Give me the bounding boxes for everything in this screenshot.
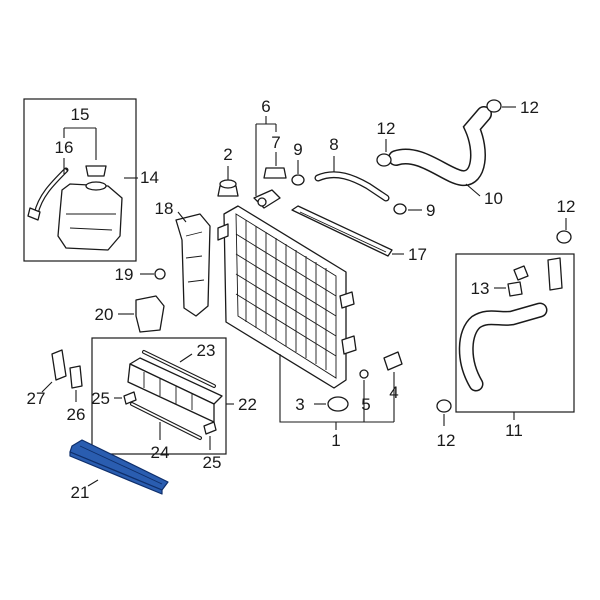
callout-7: 7	[271, 133, 280, 152]
reservoir-hose[interactable]	[27, 167, 69, 221]
part-12-clamp-b[interactable]	[376, 153, 392, 167]
callout-21: 21	[71, 483, 90, 502]
callout-26: 26	[67, 405, 86, 424]
callout-10: 10	[484, 189, 503, 208]
part-24-seal[interactable]	[130, 402, 202, 440]
part-2-cap[interactable]	[217, 179, 239, 197]
part-18-side-seal[interactable]	[175, 213, 211, 317]
leader-18	[177, 211, 187, 223]
callout-19: 19	[115, 265, 134, 284]
callout-12-b: 12	[377, 119, 396, 138]
callout-23: 23	[197, 341, 216, 360]
callout-12-a: 12	[520, 98, 539, 117]
callout-5: 5	[361, 395, 370, 414]
callout-12-c: 12	[557, 197, 576, 216]
reservoir-tank[interactable]	[57, 165, 123, 251]
callout-25-b: 25	[203, 453, 222, 472]
part-9-clamp-right[interactable]	[393, 203, 407, 215]
part-27-bracket[interactable]	[51, 349, 67, 381]
leader-21	[87, 479, 99, 487]
part-21-lower-deflector[interactable]	[69, 439, 169, 495]
part-10-upper-hose[interactable]	[388, 106, 492, 186]
part-12-clamp-c[interactable]	[556, 230, 572, 244]
leader-10	[465, 183, 481, 197]
leader-1	[279, 354, 394, 430]
part-7-cap[interactable]	[263, 167, 287, 179]
leader-23	[179, 353, 193, 363]
part-4-drain-plug[interactable]	[383, 351, 403, 371]
callout-8: 8	[329, 135, 338, 154]
part-17-upper-support[interactable]	[291, 205, 393, 257]
leader-27	[41, 381, 53, 393]
lower-hose-group-box	[455, 253, 575, 413]
part-22-shutter[interactable]	[127, 357, 223, 423]
part-19-clip[interactable]	[154, 268, 166, 280]
part-20-guide[interactable]	[135, 295, 165, 333]
leader-6	[255, 116, 277, 196]
callout-9-top: 9	[293, 140, 302, 159]
callout-12-d: 12	[437, 431, 456, 450]
leader-15	[63, 127, 97, 160]
part-6-outlet[interactable]	[253, 189, 281, 209]
callout-9-right: 9	[426, 201, 435, 220]
callout-1: 1	[331, 431, 340, 450]
callout-3: 3	[295, 395, 304, 414]
callout-25-a: 25	[91, 389, 110, 408]
callout-11: 11	[505, 421, 523, 440]
callout-13: 13	[471, 279, 490, 298]
lower-group-box	[91, 337, 227, 455]
part-11-lower-hose[interactable]	[458, 257, 563, 392]
part-12-clamp-a[interactable]	[486, 99, 502, 113]
part-3-cushion[interactable]	[327, 396, 349, 412]
callout-24: 24	[151, 443, 170, 462]
callout-15: 15	[71, 105, 90, 124]
part-26-bracket[interactable]	[69, 365, 83, 389]
reservoir-group-box	[23, 98, 137, 262]
callout-4: 4	[389, 383, 398, 402]
part-13-connector[interactable]	[507, 265, 529, 297]
callout-6: 6	[261, 97, 270, 116]
part-25-clip-a[interactable]	[123, 391, 137, 405]
callout-16: 16	[55, 138, 74, 157]
part-12-clamp-d[interactable]	[436, 399, 452, 413]
callout-22: 22	[238, 395, 257, 414]
callout-27: 27	[27, 389, 46, 408]
part-9-clamp-top[interactable]	[291, 174, 305, 186]
part-8-bypass-hose[interactable]	[314, 171, 390, 202]
callout-17: 17	[408, 245, 427, 264]
part-25-clip-b[interactable]	[203, 421, 217, 435]
callout-2: 2	[223, 145, 232, 164]
part-5-gasket[interactable]	[359, 369, 369, 379]
part-1-radiator[interactable]	[217, 205, 357, 389]
callout-18: 18	[155, 199, 174, 218]
callout-14: 14	[140, 168, 159, 187]
part-23-seal[interactable]	[142, 350, 216, 388]
callout-20: 20	[95, 305, 114, 324]
